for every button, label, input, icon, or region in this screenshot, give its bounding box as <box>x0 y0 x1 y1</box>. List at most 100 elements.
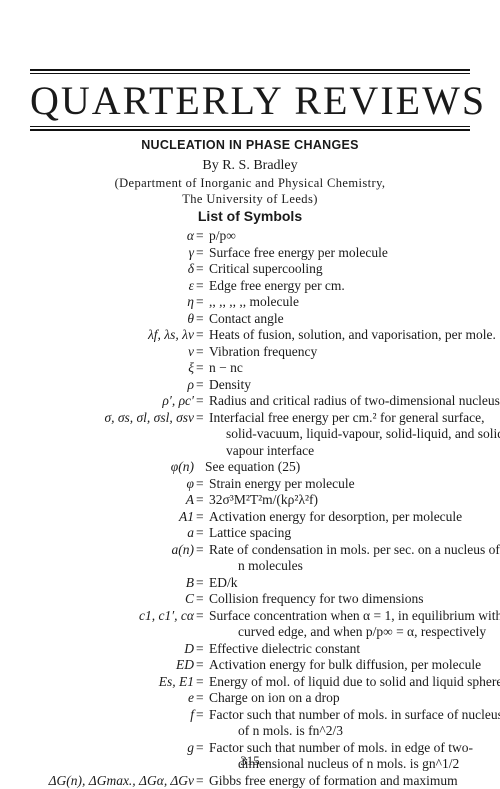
symbol-row: n molecules <box>0 558 500 575</box>
symbol: ξ <box>188 360 194 377</box>
page-number: 315 <box>0 753 500 769</box>
symbol-definition: Vibration frequency <box>209 344 317 361</box>
equals-sign: = <box>196 773 204 789</box>
symbol-definition: n − nc <box>209 360 243 377</box>
equals-sign: = <box>196 657 204 674</box>
definition-continuation: of n mols. is fn^2/3 <box>238 723 343 740</box>
symbol-definition: Gibbs free energy of formation and maxim… <box>209 773 458 789</box>
symbol-row: D=Effective dielectric constant <box>0 641 500 658</box>
equals-sign: = <box>196 690 204 707</box>
symbol: δ <box>188 261 194 278</box>
symbol-definition: Strain energy per molecule <box>209 476 355 493</box>
equals-sign: = <box>196 344 204 361</box>
symbol-row: η= ,, ,, ,, ,, molecule <box>0 294 500 311</box>
symbol-row: e=Charge on ion on a drop <box>0 690 500 707</box>
equals-sign: = <box>196 294 204 311</box>
symbol-row: Es, E1= Energy of mol. of liquid due to s… <box>0 674 500 691</box>
symbol-row: A1= Activation energy for desorption, per… <box>0 509 500 526</box>
symbol: B <box>186 575 194 592</box>
equals-sign: = <box>196 542 204 559</box>
symbol-definition: Activation energy for desorption, per mo… <box>209 509 462 526</box>
equals-sign: = <box>196 377 204 394</box>
symbol-row: ρ′, ρc′= Radius and critical radius of tw… <box>0 393 500 410</box>
symbol-row: α= p/p∞ <box>0 228 500 245</box>
symbol: φ(n) <box>171 459 194 476</box>
symbol-row: θ=Contact angle <box>0 311 500 328</box>
symbol-row: φ(n) See equation (25) <box>0 459 500 476</box>
symbol-definition: Surface free energy per molecule <box>209 245 388 262</box>
symbol-row: C=Collision frequency for two dimensions <box>0 591 500 608</box>
symbol-row: δ= Critical supercooling <box>0 261 500 278</box>
symbol-definition: Rate of condensation in mols. per sec. o… <box>209 542 500 559</box>
symbol-row: σ, σs, σl, σsl, σsv=Interfacial free ene… <box>0 410 500 427</box>
symbol-row: ξ= n − nc <box>0 360 500 377</box>
equals-sign: = <box>196 228 204 245</box>
symbol-row: of n mols. is fn^2/3 <box>0 723 500 740</box>
symbol-definition: Activation energy for bulk diffusion, pe… <box>209 657 481 674</box>
equals-sign: = <box>196 261 204 278</box>
symbol-definition: Factor such that number of mols. in surf… <box>209 707 500 724</box>
equals-sign: = <box>196 360 204 377</box>
symbol-row: a(n)=Rate of condensation in mols. per s… <box>0 542 500 559</box>
symbol: λf, λs, λv <box>148 327 194 344</box>
equals-sign: = <box>196 476 204 493</box>
symbol: ED <box>176 657 194 674</box>
symbol-row: vapour interface <box>0 443 500 460</box>
list-of-symbols-heading: List of Symbols <box>0 208 500 224</box>
symbol-definition: Collision frequency for two dimensions <box>209 591 423 608</box>
byline: By R. S. Bradley <box>0 158 500 174</box>
symbol: φ <box>187 476 194 493</box>
symbol-definition: Edge free energy per cm. <box>209 278 345 295</box>
symbol: D <box>184 641 194 658</box>
symbol: Es, E1 <box>159 674 194 691</box>
symbol-definition: Energy of mol. of liquid due to solid an… <box>209 674 500 691</box>
symbol-row: a=Lattice spacing <box>0 525 500 542</box>
top-rule-thick <box>30 69 470 71</box>
equals-sign: = <box>196 674 204 691</box>
symbol: ν <box>188 344 194 361</box>
symbol: θ <box>187 311 194 328</box>
equals-sign: = <box>196 492 204 509</box>
equals-sign: = <box>196 525 204 542</box>
symbol-definition: 32σ³M²T²m/(kρ²λ²f) <box>209 492 318 509</box>
symbol: ΔG(n), ΔGmax., ΔGα, ΔGv <box>49 773 194 789</box>
equals-sign: = <box>196 311 204 328</box>
symbol-definition: Radius and critical radius of two-dimens… <box>209 393 500 410</box>
equals-sign: = <box>196 509 204 526</box>
affiliation-line-1: (Department of Inorganic and Physical Ch… <box>0 176 500 191</box>
equals-sign: = <box>196 410 204 427</box>
equals-sign: = <box>196 608 204 625</box>
symbol-definition: Heats of fusion, solution, and vaporisat… <box>209 327 496 344</box>
symbol-definition: p/p∞ <box>209 228 236 245</box>
symbol-row: ρ= Density <box>0 377 500 394</box>
symbol: σ, σs, σl, σsl, σsv <box>104 410 194 427</box>
equals-sign: = <box>196 393 204 410</box>
equals-sign: = <box>196 245 204 262</box>
symbol-row: ε=Edge free energy per cm. <box>0 278 500 295</box>
symbol: α <box>187 228 194 245</box>
symbol: γ <box>189 245 194 262</box>
symbol-row: solid-vacuum, liquid-vapour, solid-liqui… <box>0 426 500 443</box>
symbol-row: γ= Surface free energy per molecule <box>0 245 500 262</box>
symbol: C <box>185 591 194 608</box>
affiliation-line-2: The University of Leeds) <box>0 192 500 207</box>
definition-continuation: curved edge, and when p/p∞ = α, respecti… <box>238 624 486 641</box>
symbol-row: A=32σ³M²T²m/(kρ²λ²f) <box>0 492 500 509</box>
equals-sign: = <box>196 575 204 592</box>
symbol-definition: Critical supercooling <box>209 261 323 278</box>
equals-sign: = <box>196 707 204 724</box>
symbol-definition: ED/k <box>209 575 238 592</box>
symbol: A1 <box>179 509 194 526</box>
symbol-row: λf, λs, λv= Heats of fusion, solution, an… <box>0 327 500 344</box>
symbol-definition: Surface concentration when α = 1, in equ… <box>209 608 500 625</box>
symbol-definition: See equation (25) <box>205 459 300 476</box>
symbol-row: f=Factor such that number of mols. in su… <box>0 707 500 724</box>
symbol: ε <box>189 278 194 295</box>
definition-continuation: vapour interface <box>226 443 314 460</box>
symbol: ρ <box>188 377 194 394</box>
symbol: ρ′, ρc′ <box>162 393 194 410</box>
symbol: e <box>188 690 194 707</box>
symbol-definition: Density <box>209 377 251 394</box>
equals-sign: = <box>196 327 204 344</box>
equals-sign: = <box>196 641 204 658</box>
